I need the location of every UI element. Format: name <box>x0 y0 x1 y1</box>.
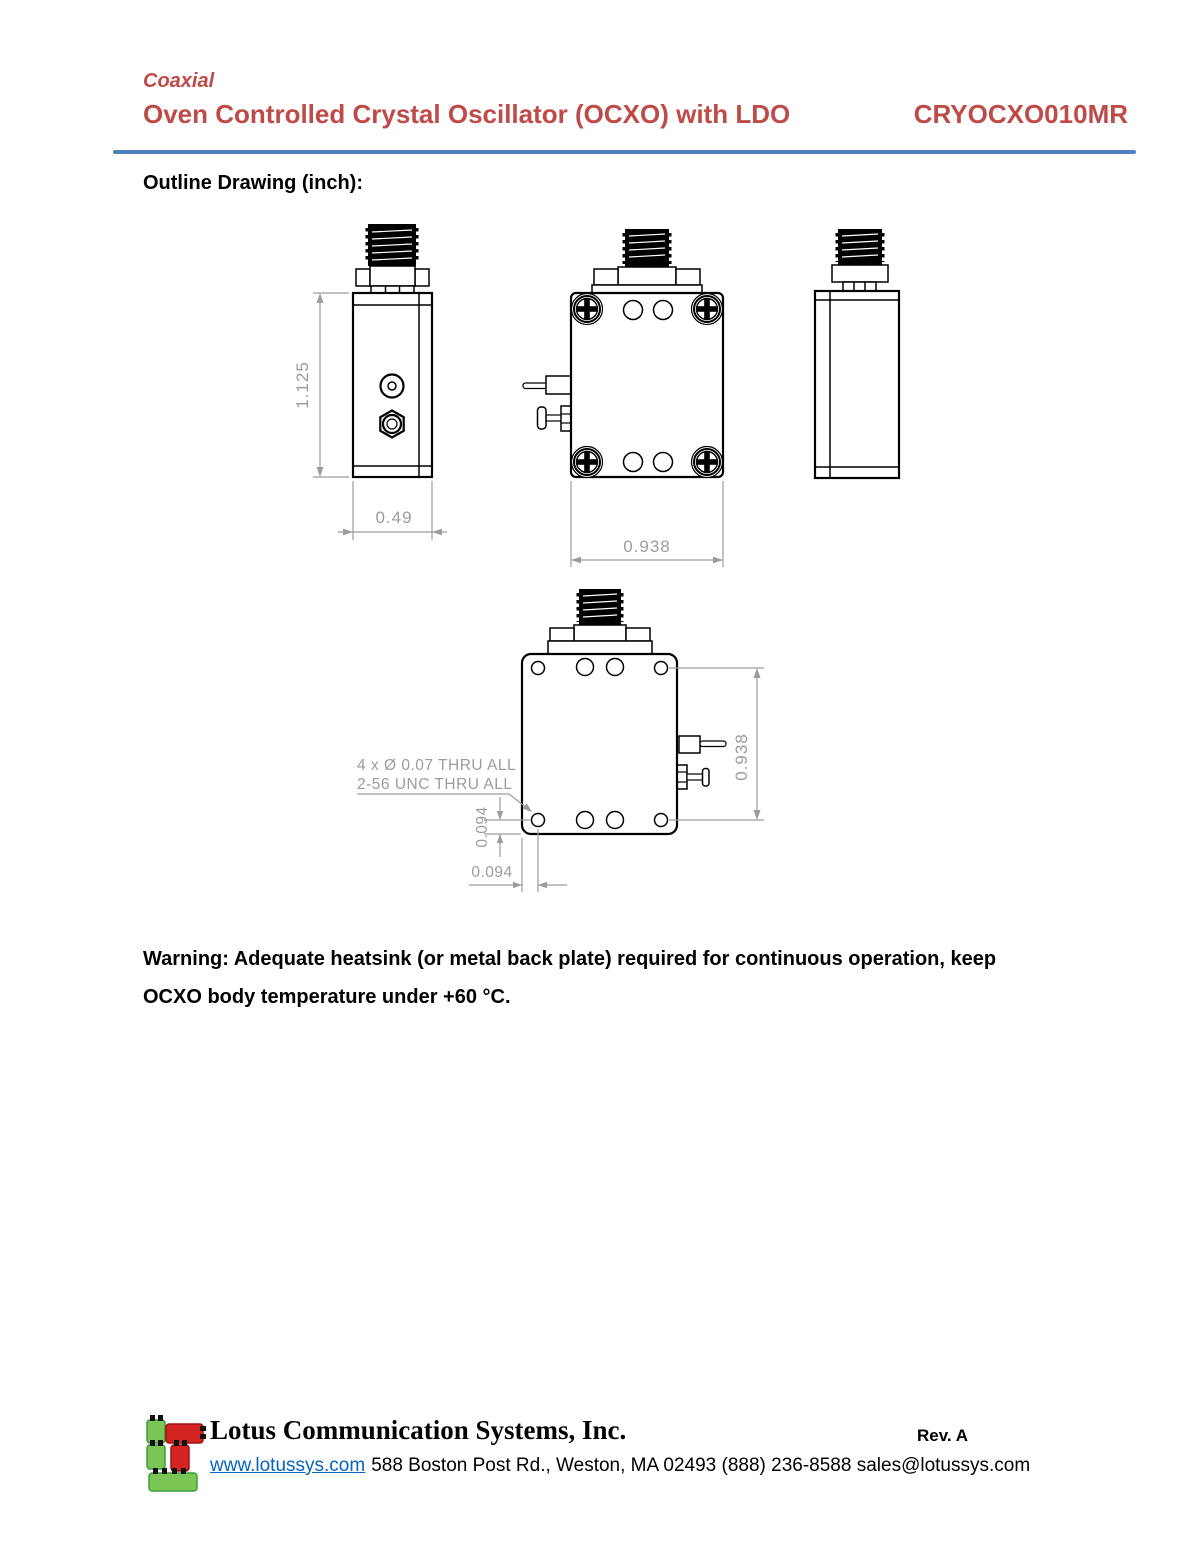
vtune-pin-icon <box>678 735 727 754</box>
dim-hole-offset-horizontal-label: 0.094 <box>471 864 512 881</box>
dim-side-height: 1.125 <box>293 292 349 478</box>
side-view-body <box>351 291 434 479</box>
front-view <box>522 229 725 479</box>
mounting-hole-icon <box>653 660 669 676</box>
header-divider <box>113 150 1136 154</box>
holes-note-line2: 2-56 UNC THRU ALL <box>357 776 513 793</box>
dim-side-height-label: 1.125 <box>293 361 312 409</box>
supply-screw-icon <box>536 405 572 432</box>
sma-connector-icon <box>831 229 889 292</box>
side-view <box>351 224 434 479</box>
mounting-hole-icon <box>530 812 546 828</box>
dim-hole-offset-vertical-label: 0.094 <box>474 806 491 847</box>
right-view <box>813 229 901 480</box>
part-number: CRYOCXO010MR <box>913 99 1128 129</box>
dim-bottom-height-label: 0.938 <box>732 733 751 781</box>
test-point-icon <box>379 373 405 399</box>
revision-label: Rev. A <box>917 1426 969 1445</box>
screw-icon <box>570 292 604 326</box>
sma-connector-icon <box>591 229 703 295</box>
dim-hole-offset-horizontal: 0.094 <box>469 829 567 892</box>
dim-front-width-label: 0.938 <box>623 537 671 556</box>
vtune-pin-icon <box>522 375 573 395</box>
bottom-view-body <box>520 652 679 836</box>
warning-line2: OCXO body temperature under +60 °C. <box>143 986 511 1008</box>
dim-side-width: 0.49 <box>338 481 447 540</box>
mounting-hole-icon <box>653 812 669 828</box>
company-address: 588 Boston Post Rd., Weston, MA 02493 (8… <box>371 1455 1031 1476</box>
bottom-view <box>520 589 727 836</box>
dim-front-width: 0.938 <box>570 481 724 567</box>
right-view-body <box>813 289 901 480</box>
holes-note-line1: 4 x Ø 0.07 THRU ALL <box>357 757 516 774</box>
company-logo <box>146 1415 206 1492</box>
section-heading: Outline Drawing (inch): <box>143 172 363 194</box>
outline-drawing: 1.125 0.49 <box>293 224 901 892</box>
supply-screw-icon <box>676 764 710 790</box>
dim-bottom-height: 0.938 <box>669 667 764 821</box>
company-name: Lotus Communication Systems, Inc. <box>210 1415 627 1445</box>
screw-icon <box>690 292 724 326</box>
dim-side-width-label: 0.49 <box>375 508 412 527</box>
screw-icon <box>570 445 604 479</box>
page-title: Oven Controlled Crystal Oscillator (OCXO… <box>143 99 791 129</box>
product-family-label: Coaxial <box>143 70 215 92</box>
warning-text: Warning: Adequate heatsink (or metal bac… <box>143 940 1083 1016</box>
sma-connector-icon <box>547 589 653 655</box>
mounting-hole-icon <box>530 660 546 676</box>
hex-nut-icon <box>379 409 405 439</box>
website-link[interactable]: www.lotussys.com <box>210 1455 366 1476</box>
screw-icon <box>690 445 724 479</box>
holes-annotation: 4 x Ø 0.07 THRU ALL 2-56 UNC THRU ALL <box>357 757 532 812</box>
warning-line1: Warning: Adequate heatsink (or metal bac… <box>143 948 997 970</box>
sma-connector-icon <box>355 224 430 295</box>
dim-hole-offset-vertical: 0.094 <box>474 797 530 857</box>
front-view-body <box>569 291 725 479</box>
